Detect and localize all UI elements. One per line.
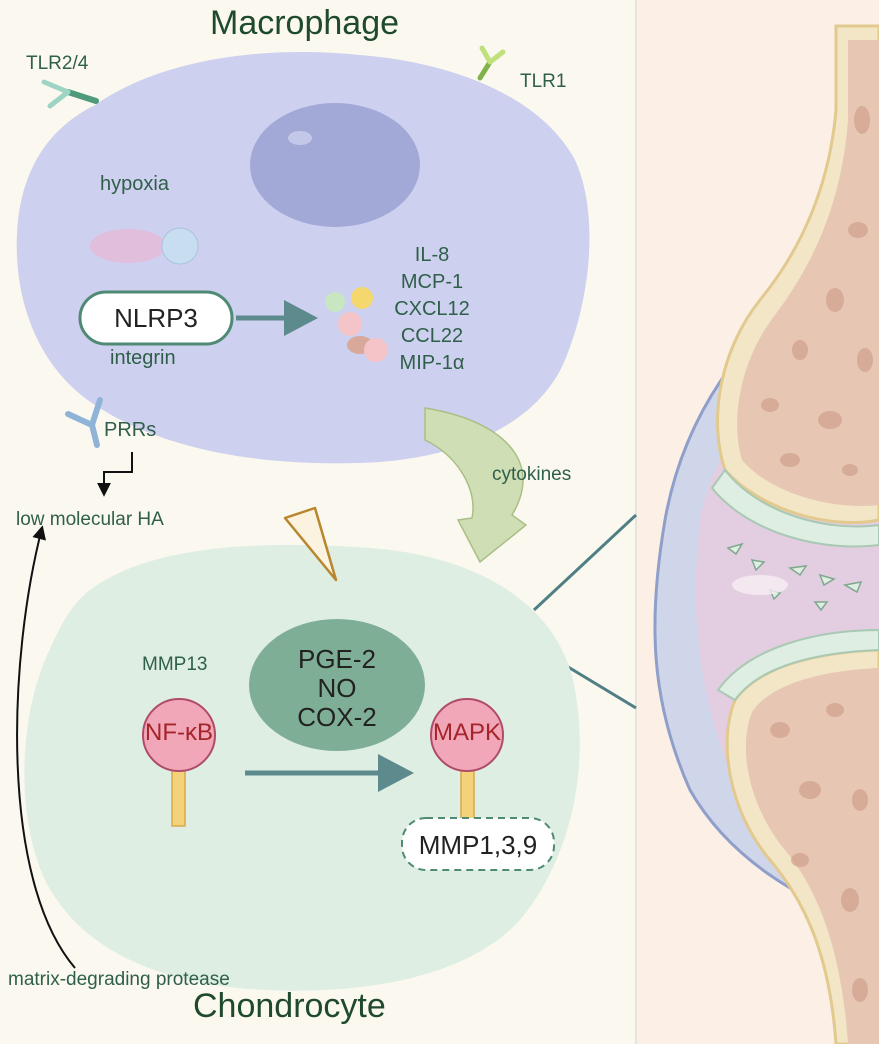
tlr24-receptor-icon: [41, 79, 99, 109]
lower-cartilage: [716, 628, 879, 702]
protease-label: matrix-degrading protease: [8, 969, 230, 990]
mmp13-label: MMP13: [142, 654, 208, 675]
mmp-group-label: MMP1,3,9: [418, 830, 538, 860]
integrin-label: integrin: [110, 347, 176, 369]
upper-bone-marrow: [737, 40, 879, 506]
mapk-head: [430, 698, 504, 772]
cleavage-pointer-icon: [283, 506, 338, 582]
zoom-line-top: [532, 513, 638, 612]
upper-cartilage: [710, 468, 879, 548]
cytokine-flow-arrow: [424, 407, 528, 564]
cytokine-mcp1: MCP-1: [400, 271, 464, 293]
cytokine-ccl22: CCL22: [400, 325, 464, 347]
organelle-oval: [90, 229, 166, 263]
tlr24-label: TLR2/4: [26, 53, 89, 74]
prrs-label: PRRs: [104, 419, 157, 441]
cytokines-label: cytokines: [492, 464, 572, 485]
nfkb-stem: [171, 767, 186, 827]
mediator-ellipse: [249, 619, 425, 751]
pathway-arrow-macrophage: [236, 300, 318, 336]
prrs-receptor-icon: [65, 397, 103, 448]
synovial-fluid-highlight: [732, 575, 788, 595]
macrophage-nucleus: [250, 103, 420, 227]
chondrocyte-cell: [24, 544, 580, 991]
macrophage-cell: [16, 52, 590, 464]
macrophage-title: Macrophage: [210, 4, 400, 42]
nfkb-label: NF-κB: [145, 719, 213, 746]
tlr1-receptor-icon: [477, 45, 506, 81]
mapk-label: MAPK: [432, 719, 501, 746]
pathway-arrow-chondrocyte: [245, 754, 414, 792]
protease-to-ha-arrow: [16, 525, 76, 969]
prrs-to-ha-arrow: [97, 452, 133, 497]
organelle-circle: [161, 227, 199, 265]
chondrocyte-title: Chondrocyte: [193, 987, 386, 1025]
low-molecular-ha-label: low molecular HA: [16, 509, 164, 530]
knee-joint-illustration: [532, 24, 879, 1044]
cytokine-mip1a: MIP-1α: [399, 352, 465, 374]
bone-marrow-spots: [761, 106, 873, 1002]
mediator-no: NO: [317, 673, 357, 703]
cytokine-il8: IL-8: [414, 244, 450, 266]
mmp-group-box: [401, 817, 555, 871]
cytokine-dots: [325, 287, 388, 362]
nlrp3-box: [78, 290, 234, 346]
nlrp3-label: NLRP3: [114, 303, 198, 333]
cartilage-fragments: [726, 542, 863, 612]
lower-bone-marrow: [745, 668, 879, 1044]
cytokine-cxcl12: CXCL12: [394, 298, 470, 320]
hypoxia-label: hypoxia: [100, 173, 169, 195]
mediator-pge2: PGE-2: [297, 644, 377, 674]
nfkb-head: [142, 698, 216, 772]
tlr1-label: TLR1: [520, 71, 567, 92]
nucleus-highlight: [288, 131, 312, 145]
mediator-cox2: COX-2: [297, 702, 377, 732]
